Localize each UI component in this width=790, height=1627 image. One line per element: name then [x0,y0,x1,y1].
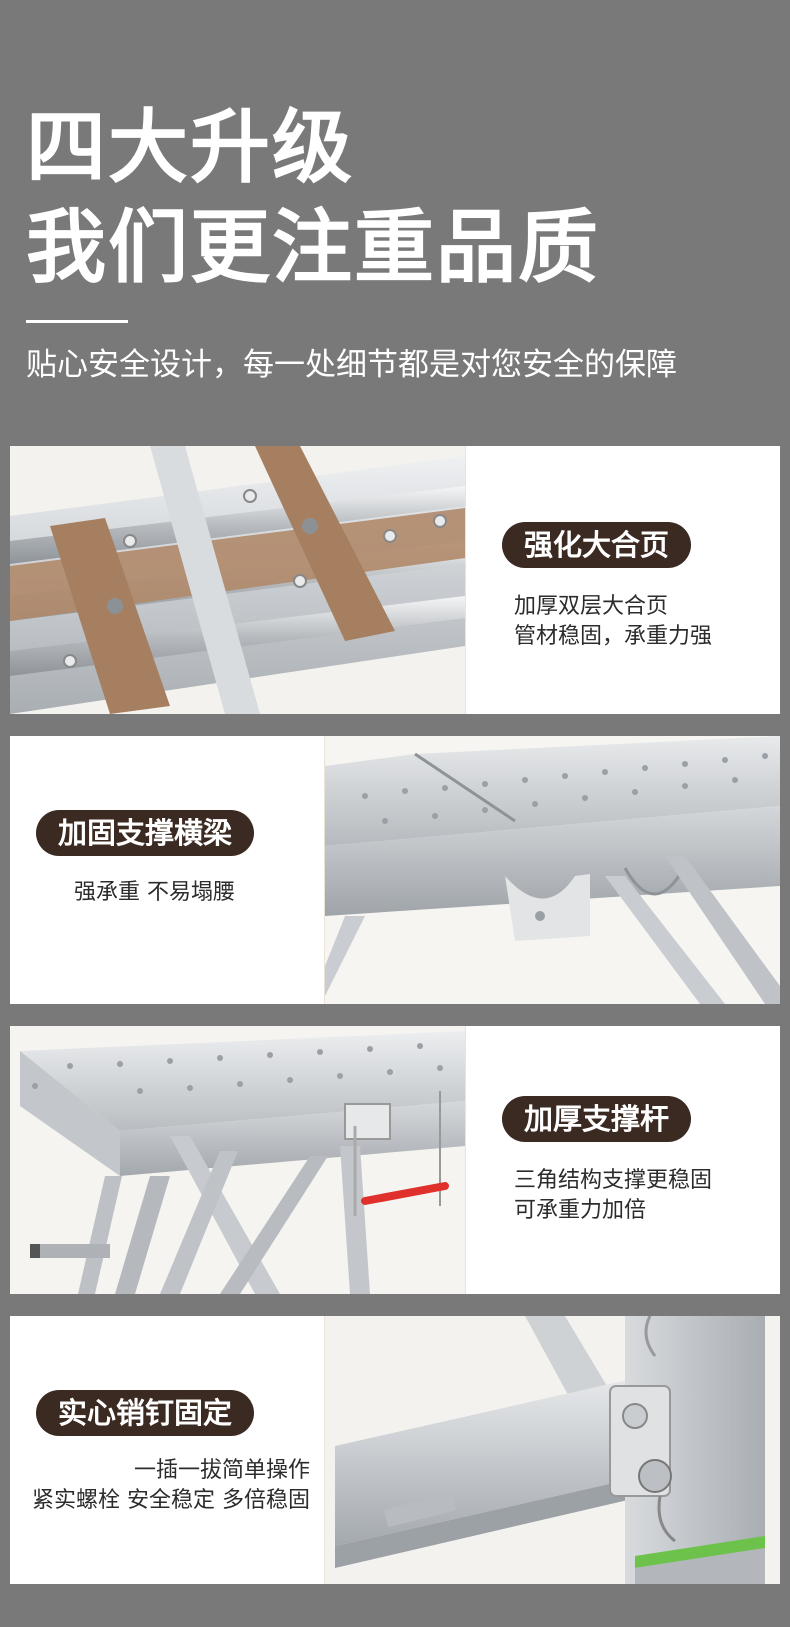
hero-title-line-2: 我们更注重品质 [26,201,600,294]
hero-title-line-1: 四大升级 [26,101,354,194]
solid-pin-illustration [325,1316,780,1584]
feature-card-hinge: 强化大合页 加厚双层大合页 管材稳固，承重力强 [10,446,780,714]
support-rod-illustration [10,1026,465,1294]
crossbeam-text-panel: 加固支撑横梁 强承重 不易塌腰 [10,736,325,1004]
solid-pin-photo [325,1316,780,1584]
hinge-text-panel: 强化大合页 加厚双层大合页 管材稳固，承重力强 [465,446,780,714]
hinge-illustration [10,446,465,714]
feature-desc-support-rod-1: 三角结构支撑更稳固 [514,1168,713,1193]
support-rod-photo [10,1026,465,1294]
hero-section: 四大升级 我们更注重品质 贴心安全设计，每一处细节都是对您安全的保障 [0,0,790,440]
crossbeam-photo [325,736,780,1004]
support-rod-text-panel: 加厚支撑杆 三角结构支撑更稳固 可承重力加倍 [465,1026,780,1294]
feature-title-support-rod: 加厚支撑杆 [502,1096,692,1142]
feature-card-crossbeam: 加固支撑横梁 强承重 不易塌腰 [10,736,780,1004]
feature-desc-hinge-2: 管材稳固，承重力强 [514,624,713,649]
hinge-photo [10,446,465,714]
feature-desc-solid-pin-1: 一插一拔简单操作 [133,1458,310,1483]
feature-desc-support-rod-2: 可承重力加倍 [514,1198,647,1223]
solid-pin-text-panel: 实心销钉固定 一插一拔简单操作 紧实螺栓 安全稳定 多倍稳固 [10,1316,325,1584]
feature-card-solid-pin: 实心销钉固定 一插一拔简单操作 紧实螺栓 安全稳定 多倍稳固 [10,1316,780,1584]
feature-desc-hinge-1: 加厚双层大合页 [514,594,669,619]
hero-subtitle: 贴心安全设计，每一处细节都是对您安全的保障 [26,347,677,383]
feature-desc-crossbeam-1: 强承重 不易塌腰 [74,880,235,905]
feature-title-hinge: 强化大合页 [502,522,692,568]
crossbeam-illustration [325,736,780,1004]
feature-desc-solid-pin-2: 紧实螺栓 安全稳定 多倍稳固 [32,1488,310,1513]
feature-title-crossbeam: 加固支撑横梁 [36,810,255,856]
feature-card-support-rod: 加厚支撑杆 三角结构支撑更稳固 可承重力加倍 [10,1026,780,1294]
feature-title-solid-pin: 实心销钉固定 [36,1390,255,1436]
hero-divider [26,320,128,323]
